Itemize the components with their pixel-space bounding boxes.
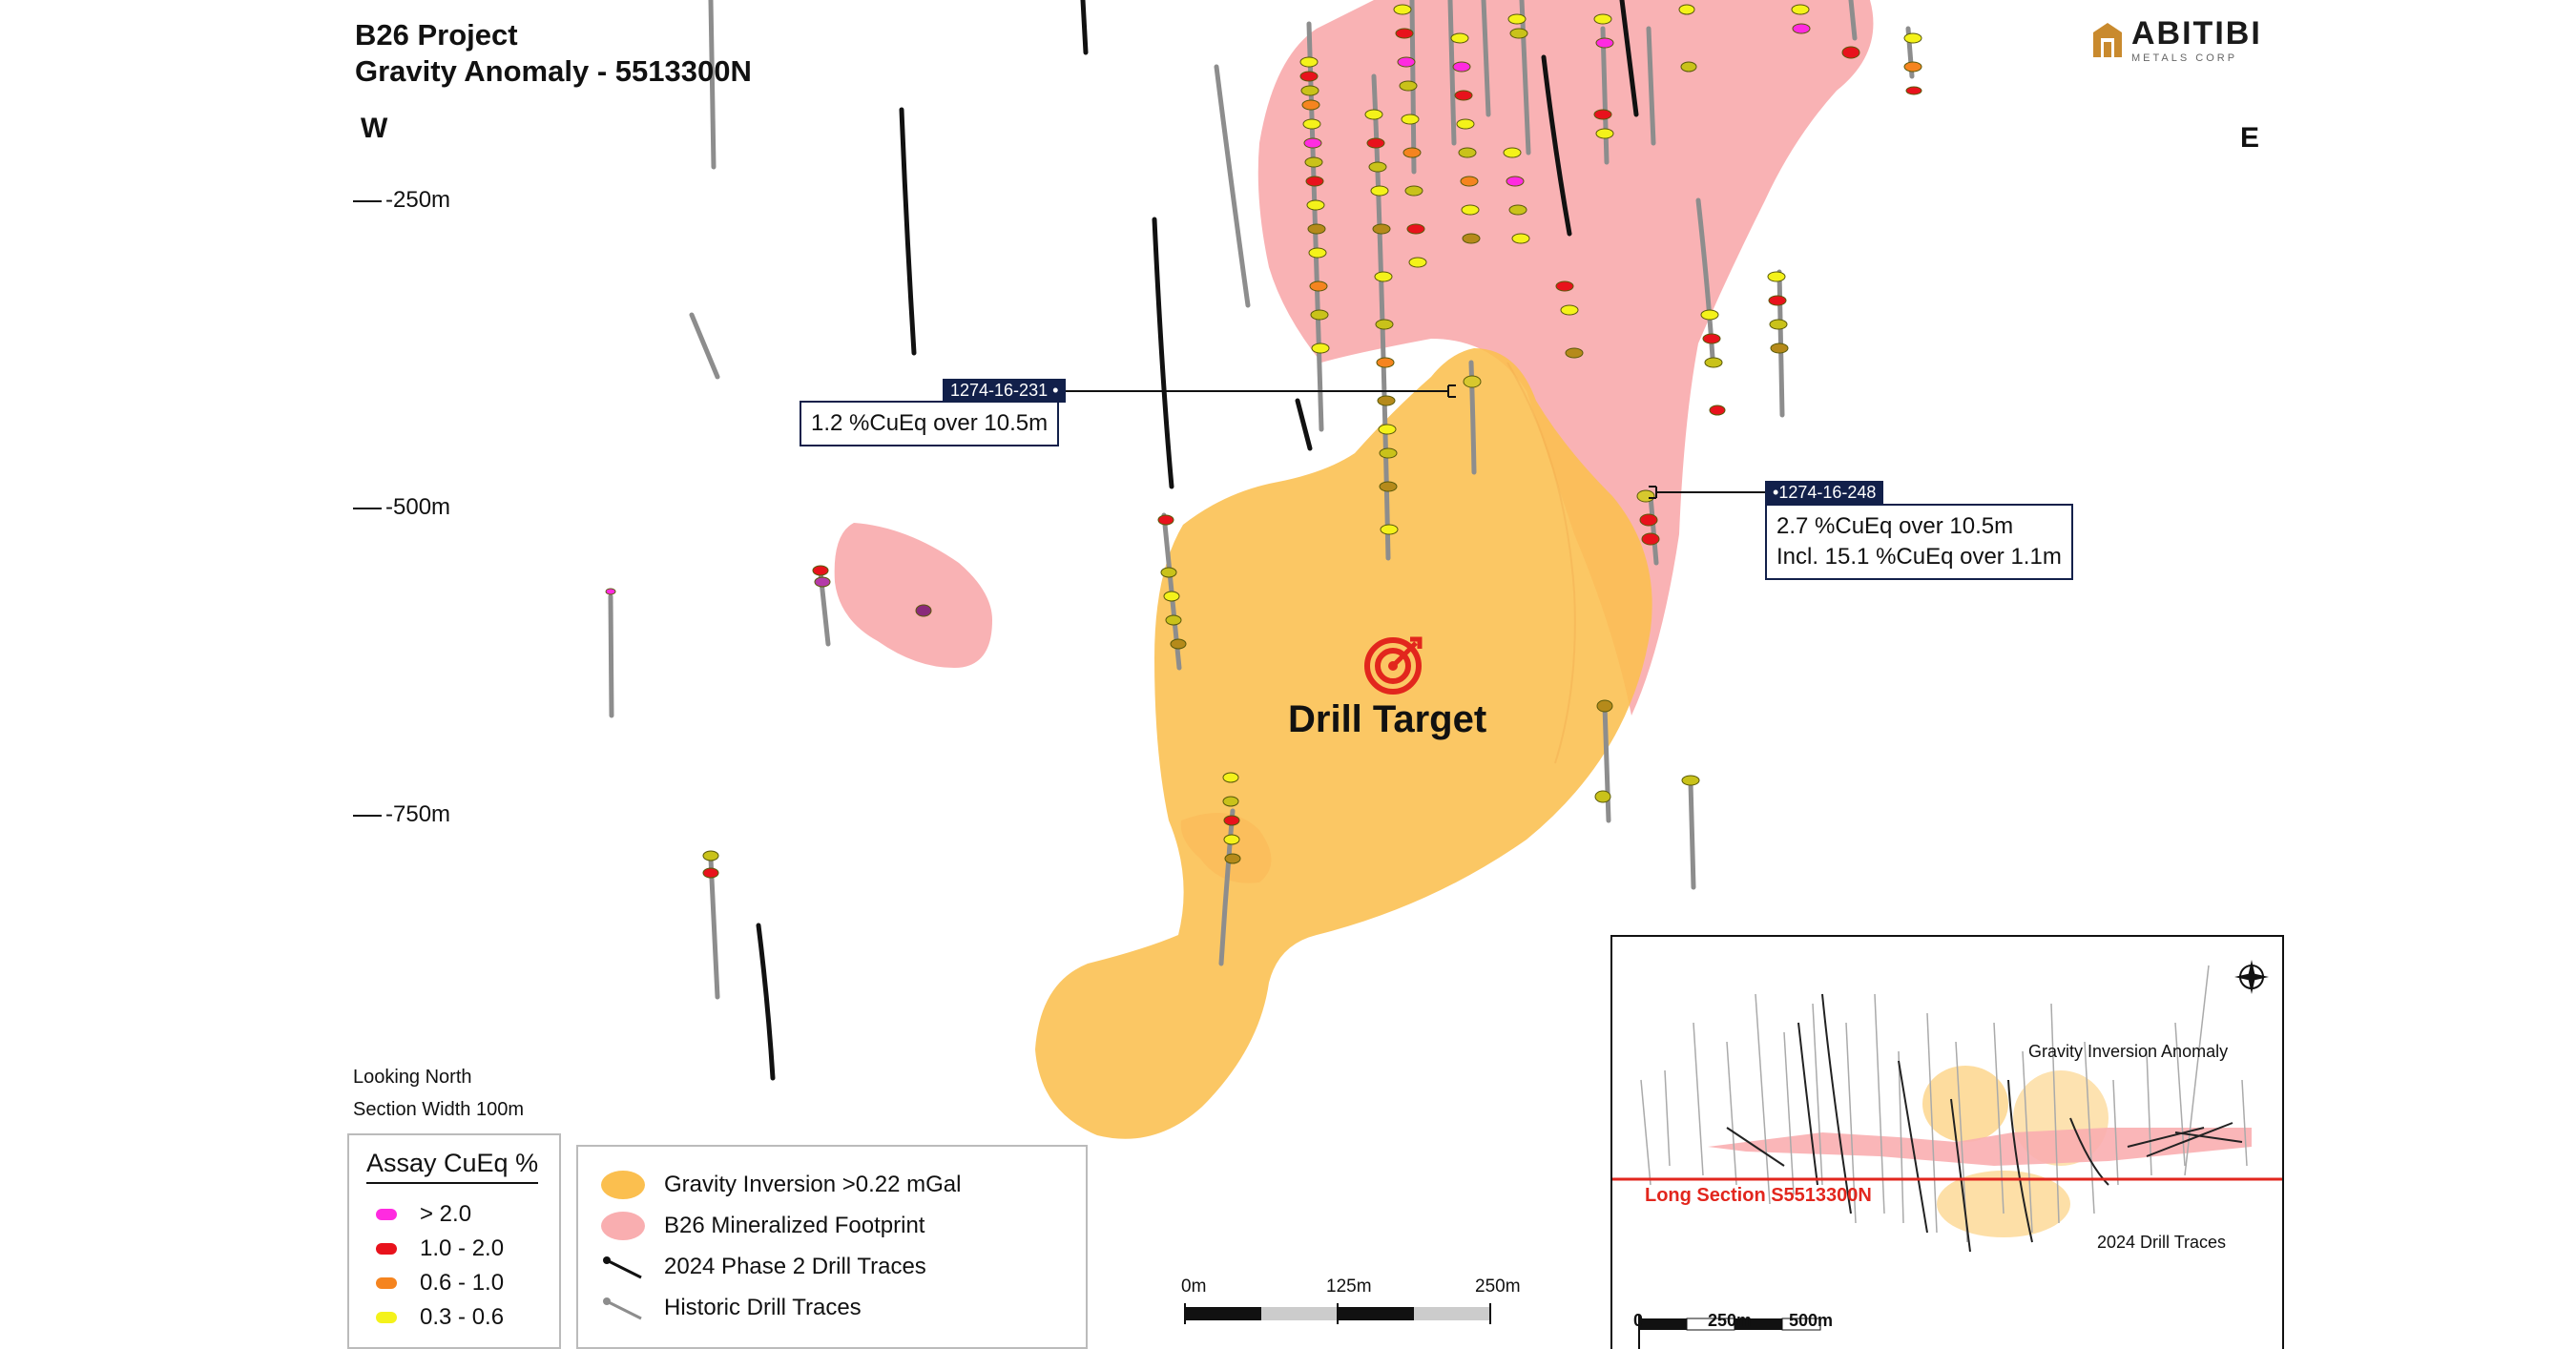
layer-legend: Gravity Inversion >0.22 mGal B26 Mineral… (576, 1145, 1088, 1349)
logo-subtitle: METALS CORP (2131, 52, 2238, 64)
inset-map: Gravity Inversion Anomaly Long Section S… (1610, 935, 2284, 1349)
mineralized-footprint-main (1257, 0, 1874, 716)
assay-legend-item: 1.0 - 2.0 (376, 1232, 559, 1266)
assay-legend: Assay CuEq % > 2.0 1.0 - 2.0 0.6 - 1.0 0… (347, 1133, 561, 1349)
assay-cluster-f (1678, 4, 1922, 416)
assay-swatch (376, 1277, 397, 1289)
assay-cluster-h (605, 565, 932, 879)
callout-2-line1: 2.7 %CuEq over 10.5m (1776, 513, 2014, 539)
drill-target-label: Drill Target (1288, 698, 1487, 740)
legend-gravity-inversion: Gravity Inversion >0.22 mGal (599, 1164, 1086, 1205)
layer-legend-items: Gravity Inversion >0.22 mGal B26 Mineral… (599, 1164, 1086, 1328)
map-title: B26 Project Gravity Anomaly - 5513300N (355, 17, 752, 90)
scale-label-0: 0m (1181, 1276, 1207, 1297)
note-section-width: Section Width 100m (353, 1099, 524, 1120)
inset-scale-500: 500m (1789, 1311, 1834, 1330)
assay-swatch (376, 1243, 397, 1255)
scale-label-125: 125m (1326, 1276, 1372, 1297)
gravity-inversion-anomaly (1035, 348, 1652, 1139)
mineralized-footprint-side (834, 523, 992, 668)
depth-label-250: -250m (353, 187, 450, 214)
callout-2-hole-id: •1274-16-248 (1765, 481, 1884, 505)
assay-legend-item: 0.6 - 1.0 (376, 1266, 559, 1300)
assay-cluster-g (1157, 489, 1700, 864)
callout-1-box: 1.2 %CuEq over 10.5m (800, 401, 1060, 446)
title-project: B26 Project (355, 18, 518, 52)
scale-bar-graphic (1184, 1303, 1491, 1324)
title-section: Gravity Anomaly - 5513300N (355, 54, 752, 88)
depth-label-500: -500m (353, 494, 450, 521)
assay-swatch (376, 1209, 397, 1220)
scale-bar: 0m 125m 250m (1181, 1276, 1521, 1324)
assay-intercepts (605, 4, 1922, 879)
east-label: E (2240, 122, 2260, 154)
assay-legend-title: Assay CuEq % (366, 1149, 539, 1184)
callout-2-line2: Incl. 15.1 %CuEq over 1.1m (1776, 544, 2062, 570)
scale-label-250: 250m (1475, 1276, 1521, 1297)
inset-phase2-traces (1726, 993, 2243, 1253)
logo-name: ABITIBI (2131, 15, 2262, 52)
assay-cluster-e (1503, 13, 1614, 359)
legend-mineralized-footprint: B26 Mineralized Footprint (599, 1205, 1086, 1246)
inset-label-traces: 2024 Drill Traces (2097, 1233, 2227, 1252)
callout-leaders (1057, 384, 1765, 499)
assay-cluster-d (1450, 32, 1482, 388)
callout-1-hole-id: 1274-16-231 • (943, 379, 1067, 403)
callout-1-text: 1.2 %CuEq over 10.5m (811, 410, 1049, 436)
view-notes: Looking North Section Width 100m (353, 1061, 524, 1126)
phase2-trace-icon (603, 1256, 642, 1278)
inset-scale-0: 0 (1633, 1311, 1644, 1330)
west-label: W (361, 113, 388, 144)
north-arrow-icon (2234, 960, 2269, 994)
gravity-swatch-icon (601, 1170, 645, 1199)
callout-2-box: 2.7 %CuEq over 10.5m Incl. 15.1 %CuEq ov… (1765, 504, 2073, 580)
inset-graphic (1612, 960, 2282, 1349)
target-icon (1364, 636, 1423, 695)
legend-historic-traces: Historic Drill Traces (599, 1287, 1086, 1328)
assay-swatch (376, 1312, 397, 1323)
inset-label-gravity: Gravity Inversion Anomaly (2028, 1042, 2229, 1061)
note-looking-north: Looking North (353, 1067, 472, 1088)
assay-legend-item: > 2.0 (376, 1197, 559, 1232)
depth-label-750: -750m (353, 801, 450, 828)
phase2-drill-traces (756, 0, 1639, 1081)
assay-cluster-b (1364, 109, 1399, 535)
assay-legend-item: 0.3 - 0.6 (376, 1300, 559, 1335)
legend-phase2-traces: 2024 Phase 2 Drill Traces (599, 1246, 1086, 1287)
inset-label-section: Long Section S5513300N (1645, 1185, 1872, 1206)
assay-cluster-c (1393, 4, 1427, 268)
logo-mark-icon (2093, 22, 2122, 57)
footprint-swatch-icon (601, 1211, 645, 1240)
historic-trace-icon (603, 1297, 642, 1319)
assay-legend-items: > 2.0 1.0 - 2.0 0.6 - 1.0 0.3 - 0.6 (376, 1197, 559, 1335)
assay-cluster-a (1299, 56, 1330, 354)
company-logo: ABITIBI METALS CORP (2091, 15, 2262, 64)
inset-scale-250: 250m (1708, 1311, 1753, 1330)
